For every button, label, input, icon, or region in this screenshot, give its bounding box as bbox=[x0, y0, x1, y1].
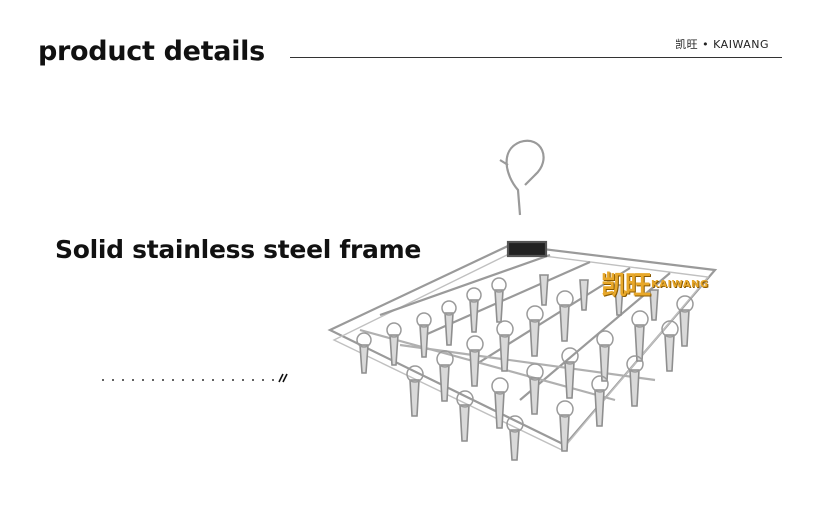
header-divider bbox=[290, 57, 782, 58]
dotted-leader bbox=[102, 373, 288, 383]
watermark-cn: 凯旺 bbox=[601, 271, 651, 301]
page-title: product details bbox=[38, 36, 265, 67]
drying-rack-image bbox=[327, 139, 718, 461]
brand-label: 凯旺 • KAIWANG bbox=[675, 38, 769, 51]
watermark-en: KAIWANG bbox=[651, 279, 709, 290]
brand-watermark: 凯旺 KAIWANG bbox=[601, 265, 708, 302]
feature-caption: Solid stainless steel frame bbox=[55, 235, 421, 264]
